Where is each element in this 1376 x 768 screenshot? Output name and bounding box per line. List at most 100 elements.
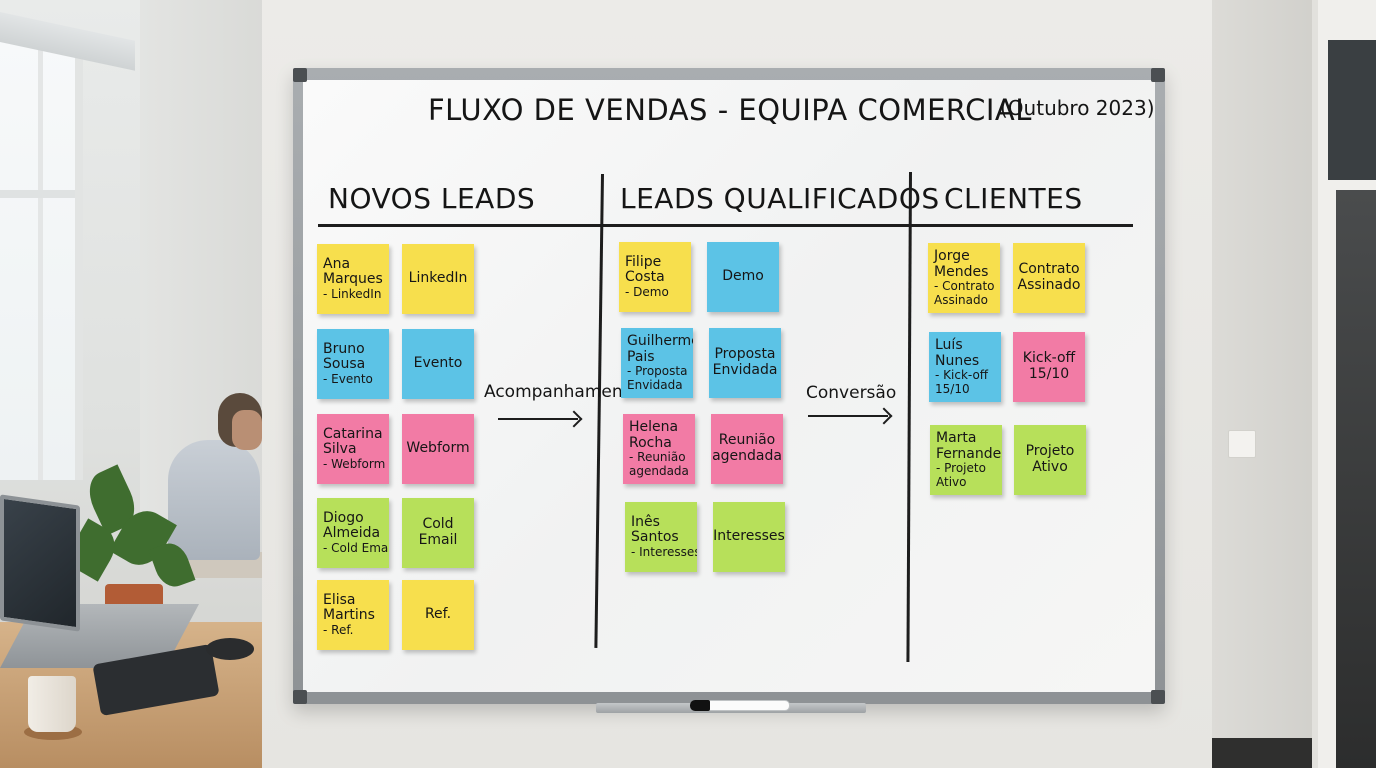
arrow-label-acompanhamento: Acompanhamento bbox=[484, 382, 640, 402]
note-line: 15/10 bbox=[935, 381, 970, 396]
sticky-note-stage[interactable]: Proposta Envidada bbox=[709, 328, 781, 398]
note-line: Ativo bbox=[1032, 459, 1068, 475]
sticky-note-status[interactable]: Projeto Ativo bbox=[1014, 425, 1086, 495]
note-line: Nunes bbox=[935, 352, 980, 369]
sticky-note-status[interactable]: Contrato Assinado bbox=[1013, 243, 1085, 313]
note-line: Bruno bbox=[323, 340, 365, 357]
coffee-mug bbox=[28, 676, 76, 732]
note-line: Webform bbox=[406, 440, 470, 457]
sticky-note-lead[interactable]: Helena Rocha - Reunião agendada bbox=[623, 414, 695, 484]
sticky-note-source[interactable]: Cold Email bbox=[402, 498, 474, 568]
note-line: Demo bbox=[722, 268, 764, 285]
note-line: Envidada bbox=[712, 362, 778, 378]
note-line: - Evento bbox=[323, 371, 373, 386]
note-line: - Demo bbox=[625, 284, 669, 299]
sticky-note-lead[interactable]: Diogo Almeida - Cold Email bbox=[317, 498, 389, 568]
note-line: Assinado bbox=[1017, 277, 1081, 293]
laptop-screen bbox=[0, 494, 80, 632]
window-mullion bbox=[0, 190, 75, 198]
note-line: Pais bbox=[627, 348, 655, 365]
note-line: Interesses bbox=[713, 528, 785, 545]
sticky-note-stage[interactable]: Reunião agendada bbox=[711, 414, 783, 484]
light-switch bbox=[1228, 430, 1256, 458]
sticky-note-stage[interactable]: Interesses bbox=[713, 502, 785, 572]
person-face bbox=[232, 410, 262, 450]
note-line: - Kick-off bbox=[935, 368, 989, 383]
note-line: Cold bbox=[422, 516, 454, 533]
note-line: Contrato bbox=[1018, 261, 1080, 278]
note-line: - Cold Email bbox=[323, 540, 389, 555]
sticky-note-client[interactable]: Luís Nunes - Kick-off 15/10 bbox=[929, 332, 1001, 402]
note-line: - Reunião bbox=[629, 450, 686, 465]
note-line: - Ref. bbox=[323, 622, 354, 637]
note-line: Catarina bbox=[323, 425, 383, 442]
note-line: agendada bbox=[712, 448, 782, 464]
arrow-line bbox=[498, 418, 578, 420]
sticky-note-lead[interactable]: Bruno Sousa - Evento bbox=[317, 329, 389, 399]
sticky-note-lead[interactable]: Guilherme Pais - Proposta Envidada bbox=[621, 328, 693, 398]
marker-cap bbox=[690, 700, 710, 711]
note-line: Ana bbox=[323, 255, 351, 272]
note-line: Marques bbox=[323, 271, 383, 288]
window bbox=[0, 40, 83, 480]
sticky-note-lead[interactable]: Elisa Martins - Ref. bbox=[317, 580, 389, 650]
note-line: Santos bbox=[631, 529, 679, 546]
note-line: Costa bbox=[625, 269, 665, 286]
sticky-note-lead[interactable]: Filipe Costa - Demo bbox=[619, 242, 691, 312]
note-line: Fernandes bbox=[936, 445, 1002, 462]
note-line: Evento bbox=[413, 355, 463, 372]
note-line: Filipe bbox=[625, 253, 662, 270]
sticky-note-lead[interactable]: Ana Marques - LinkedIn bbox=[317, 244, 389, 314]
column-heading-novos-leads: NOVOS LEADS bbox=[328, 182, 536, 215]
board-corner bbox=[293, 690, 307, 704]
note-line: Almeida bbox=[323, 525, 381, 542]
sticky-note-stage[interactable]: Demo bbox=[707, 242, 779, 312]
floor bbox=[1212, 738, 1312, 768]
arrow-line bbox=[808, 415, 888, 417]
sticky-note-lead[interactable]: Catarina Silva - Webform bbox=[317, 414, 389, 484]
column-heading-clientes: CLIENTES bbox=[944, 182, 1083, 215]
note-line: Guilherme bbox=[627, 332, 693, 349]
note-line: Projeto bbox=[1025, 443, 1075, 460]
note-line: - Projeto bbox=[936, 461, 986, 476]
board-corner bbox=[1151, 690, 1165, 704]
sticky-note-lead[interactable]: Inês Santos - Interesses bbox=[625, 502, 697, 572]
sticky-note-status[interactable]: Kick-off 15/10 bbox=[1013, 332, 1085, 402]
sticky-note-source[interactable]: Ref. bbox=[402, 580, 474, 650]
sticky-note-source[interactable]: Webform bbox=[402, 414, 474, 484]
note-line: - Proposta bbox=[627, 364, 688, 379]
note-line: LinkedIn bbox=[408, 270, 468, 287]
note-line: Rocha bbox=[629, 434, 672, 451]
note-line: Martins bbox=[323, 607, 375, 624]
note-line: Diogo bbox=[323, 509, 364, 526]
note-line: Marta bbox=[936, 429, 977, 446]
arrow-label-conversao: Conversão bbox=[806, 383, 897, 403]
note-line: Kick-off bbox=[1022, 350, 1076, 367]
header-underline bbox=[318, 224, 1133, 227]
note-line: Helena bbox=[629, 418, 679, 435]
column-heading-leads-qualificados: LEADS QUALIFICADOS bbox=[620, 182, 940, 215]
note-line: - Webform bbox=[323, 456, 386, 471]
board-subtitle: (Outubro 2023) bbox=[1000, 96, 1155, 120]
mouse bbox=[206, 638, 254, 660]
note-line: Proposta bbox=[714, 346, 776, 363]
note-line: Ativo bbox=[936, 474, 967, 489]
note-line: 15/10 bbox=[1028, 366, 1070, 382]
note-line: Reunião bbox=[718, 432, 776, 449]
sticky-note-source[interactable]: LinkedIn bbox=[402, 244, 474, 314]
sticky-note-source[interactable]: Evento bbox=[402, 329, 474, 399]
board-title: FLUXO DE VENDAS - EQUIPA COMERCIAL bbox=[428, 93, 1032, 127]
doorway bbox=[1336, 190, 1376, 768]
note-line: - Contrato bbox=[934, 279, 995, 294]
note-line: - Interesses bbox=[631, 544, 697, 559]
note-line: Jorge bbox=[934, 247, 970, 264]
door-glass bbox=[1328, 40, 1376, 180]
note-line: Assinado bbox=[934, 292, 988, 307]
note-line: Envidada bbox=[627, 377, 683, 392]
sticky-note-client[interactable]: Jorge Mendes - Contrato Assinado bbox=[928, 243, 1000, 313]
note-line: Silva bbox=[323, 441, 357, 458]
window-frame bbox=[38, 40, 43, 480]
note-line: Email bbox=[418, 532, 458, 548]
note-line: Luís bbox=[935, 336, 963, 353]
sticky-note-client[interactable]: Marta Fernandes - Projeto Ativo bbox=[930, 425, 1002, 495]
